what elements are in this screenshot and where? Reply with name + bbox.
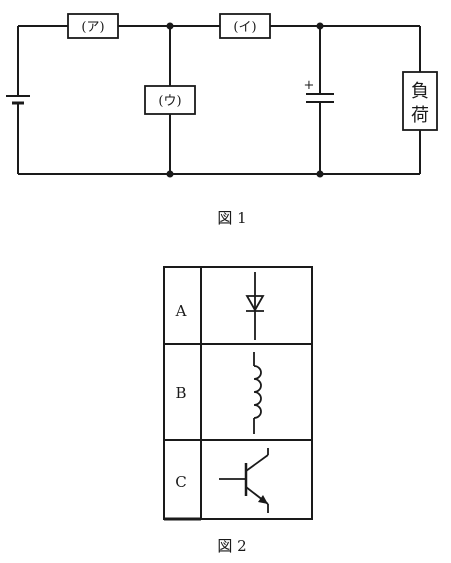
component-i-box <box>219 13 271 39</box>
junction-dot <box>316 170 324 178</box>
load-label-char-2: 荷 <box>411 105 429 126</box>
component-a-label: (ア) <box>81 20 104 35</box>
table-outer-border <box>163 266 313 520</box>
junction-dot <box>166 22 174 30</box>
transistor-icon <box>219 448 269 513</box>
junction-dot <box>166 170 174 178</box>
inductor-coil-icon <box>253 352 262 434</box>
component-a-box <box>67 13 119 39</box>
figure-1 <box>6 13 438 178</box>
component-u-label: (ウ) <box>158 94 181 109</box>
component-i-label: (イ) <box>233 20 256 35</box>
table-row-label-c: C <box>175 473 186 491</box>
figure-2-table <box>163 266 313 521</box>
table-row-label-b: B <box>175 384 186 402</box>
junction-dot <box>316 22 324 30</box>
figure-1-caption: 図 1 <box>217 209 246 227</box>
figure-2-caption: 図 2 <box>217 537 246 555</box>
table-row-label-a: A <box>175 302 187 320</box>
diode-icon <box>245 272 265 340</box>
load-label-char-1: 負 <box>411 81 429 102</box>
capacitor-plus-sign: + <box>304 78 315 93</box>
